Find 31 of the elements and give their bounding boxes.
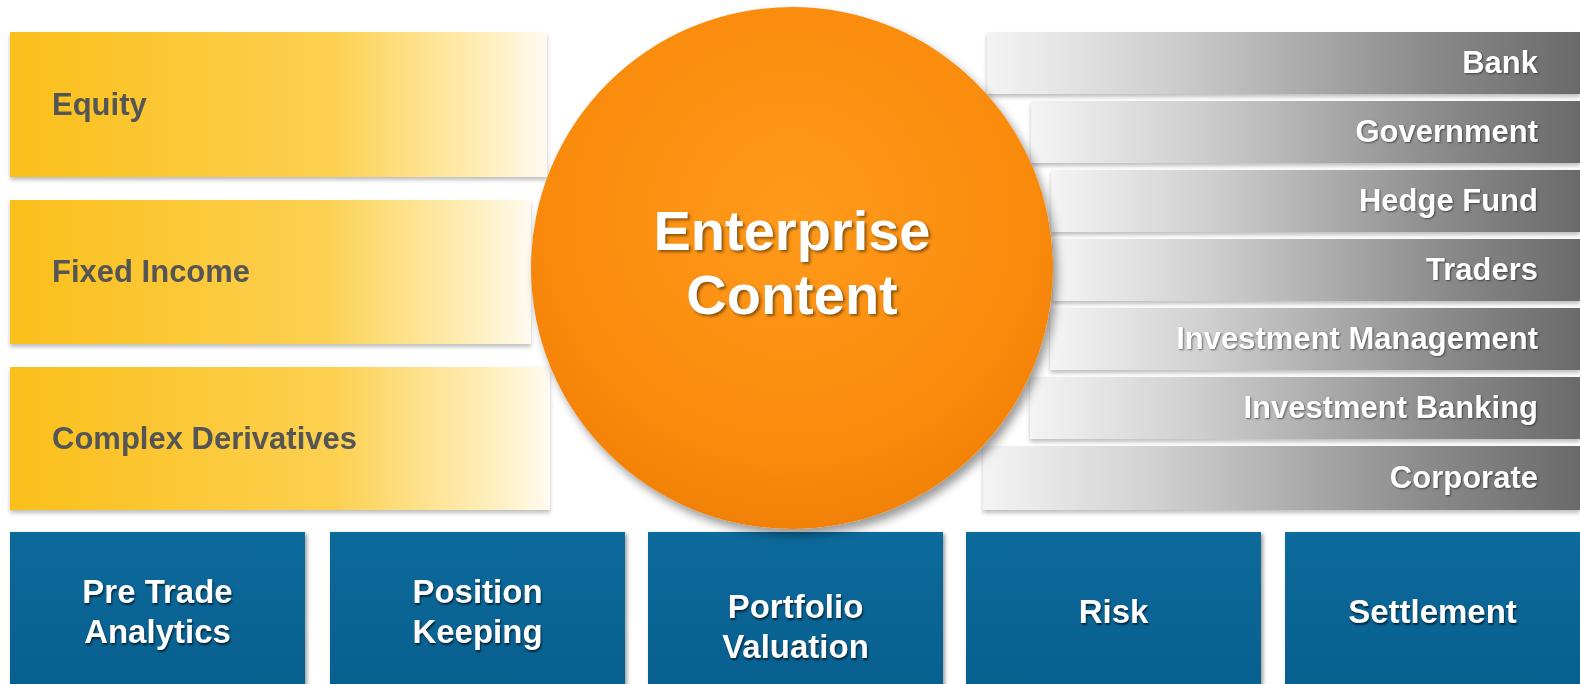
category-band	[10, 367, 550, 510]
function-box	[10, 532, 305, 684]
band-label: Corporate	[1389, 460, 1538, 496]
function-box	[966, 532, 1261, 684]
segment-band	[1031, 101, 1580, 163]
function-box	[648, 532, 943, 684]
band-label: Investment Banking	[1243, 390, 1538, 426]
box-label: Pre Trade Analytics	[81, 572, 234, 652]
band-label: Equity	[52, 86, 147, 123]
band-label: Fixed Income	[52, 254, 251, 290]
box-label: Risk	[1077, 592, 1150, 632]
box-label: Settlement	[1347, 592, 1518, 632]
box-label: Portfolio Valuation	[721, 587, 870, 667]
function-box	[1285, 532, 1580, 684]
category-band	[10, 200, 531, 344]
segment-band	[987, 32, 1580, 94]
band-label: Complex Derivatives	[52, 420, 357, 457]
band-label: Government	[1355, 114, 1538, 150]
band-label: Hedge Fund	[1358, 183, 1538, 219]
box-label: Position Keeping	[411, 572, 544, 652]
segment-band	[1030, 377, 1580, 439]
function-box	[330, 532, 625, 684]
band-label: Traders	[1426, 252, 1538, 288]
segment-band	[983, 446, 1580, 510]
segment-band	[1053, 239, 1580, 301]
band-label: Bank	[1462, 45, 1538, 81]
segment-band	[1050, 308, 1580, 370]
band-label: Investment Management	[1176, 321, 1538, 357]
segment-band	[1051, 170, 1580, 232]
category-band	[10, 32, 547, 177]
circle-label: Enterprise Content	[652, 198, 932, 328]
